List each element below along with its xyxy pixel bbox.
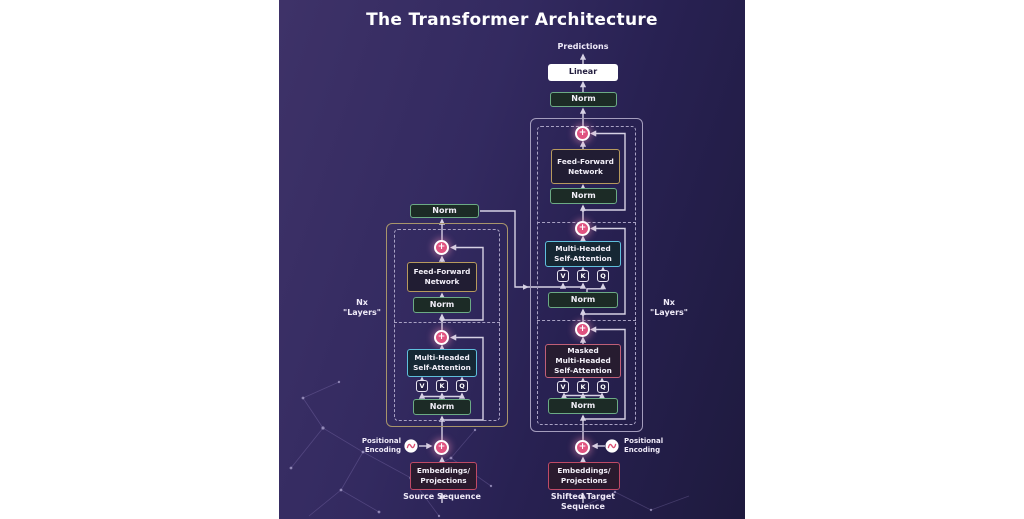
positional-label: Positional	[361, 437, 401, 445]
decoder-sublayer-divider-2	[537, 320, 636, 321]
page-title: The Transformer Architecture	[366, 10, 658, 30]
encoder-feed-forward-box: Feed-Forward Network	[407, 262, 477, 292]
decoder-positional-encoding-icon	[605, 439, 619, 453]
embeddings-line2: Projections	[420, 476, 467, 485]
encoder-sublayer-divider	[394, 322, 500, 323]
q-label: Q	[600, 383, 606, 391]
mhsa-line2: Self-Attention	[554, 254, 612, 263]
v-label: V	[419, 382, 425, 390]
shifted-target-sequence-label: Shifted Target Sequence	[543, 492, 623, 513]
ffn-line1: Feed-Forward	[557, 156, 614, 166]
ffn-line2: Network	[568, 166, 603, 176]
decoder-cross-key-box: K	[577, 270, 589, 282]
positional-label: Positional	[624, 437, 664, 445]
decoder-container	[530, 118, 643, 432]
decoder-cross-attention-box: Multi-Headed Self-Attention	[545, 241, 621, 267]
encoder-positional-add: +	[434, 440, 449, 455]
norm-label: Norm	[571, 94, 596, 104]
plus-icon: +	[578, 128, 587, 138]
decoder-cross-norm-box: Norm	[548, 292, 618, 308]
shifted-line2: Sequence	[561, 502, 605, 512]
decoder-cross-query-box: Q	[597, 270, 609, 282]
encoder-attn-residual-add: +	[434, 330, 449, 345]
plus-icon: +	[437, 332, 446, 342]
decoder-masked-value-box: V	[557, 381, 569, 393]
k-label: K	[580, 272, 586, 280]
decoder-positional-add: +	[575, 440, 590, 455]
norm-label: Norm	[571, 190, 596, 200]
plus-icon: +	[437, 242, 446, 252]
decoder-feed-forward-box: Feed-Forward Network	[551, 149, 620, 184]
encoder-self-attention-box: Multi-Headed Self-Attention	[407, 349, 477, 377]
encoder-positional-encoding-icon	[404, 439, 418, 453]
mhsa-line1: Multi-Headed	[555, 244, 611, 254]
embeddings-line1: Embeddings/	[557, 466, 611, 476]
mhsa-line1: Multi-Headed	[414, 353, 470, 363]
decoder-ffn-residual-add: +	[575, 126, 590, 141]
encoder-dashed-container	[394, 229, 500, 421]
plus-icon: +	[578, 223, 587, 233]
encoder-query-box: Q	[456, 380, 468, 392]
embeddings-line1: Embeddings/	[416, 466, 471, 476]
decoder-masked-norm-box: Norm	[548, 398, 618, 414]
encoder-ffn-residual-add: +	[434, 240, 449, 255]
norm-label: Norm	[570, 294, 596, 304]
nx-label: Nx	[663, 298, 675, 307]
decoder-positional-encoding-label: Positional Encoding	[624, 437, 674, 455]
connector-lines	[418, 53, 626, 503]
shifted-line1: Shifted Target	[550, 492, 616, 501]
decoder-output-norm-box: Norm	[550, 92, 617, 107]
k-label: K	[439, 382, 445, 390]
nx-layers-label-left: Nx "Layers"	[341, 298, 383, 319]
encoder-positional-encoding-label: Positional Encoding	[357, 437, 401, 455]
v-label: V	[560, 383, 566, 391]
predictions-text: Predictions	[557, 42, 609, 51]
encoder-key-box: K	[436, 380, 448, 392]
layers-label: "Layers"	[650, 308, 688, 318]
masked-line: Masked	[567, 346, 599, 356]
encoder-output-norm-box: Norm	[410, 204, 479, 218]
plus-icon: +	[578, 324, 587, 334]
q-label: Q	[600, 272, 606, 280]
norm-label: Norm	[432, 205, 457, 215]
q-label: Q	[459, 382, 465, 390]
mhsa-line1: Multi-Headed	[555, 356, 611, 366]
ffn-line2: Network	[424, 277, 460, 286]
decoder-cross-attn-residual-add: +	[575, 221, 590, 236]
layers-label: "Layers"	[343, 308, 381, 318]
predictions-label: Predictions	[543, 42, 623, 52]
encoder-ffn-norm-box: Norm	[413, 297, 471, 313]
embeddings-line2: Projections	[560, 476, 608, 485]
k-label: K	[580, 383, 586, 391]
ffn-line1: Feed-Forward	[413, 267, 471, 277]
decoder-masked-query-box: Q	[597, 381, 609, 393]
encoder-attn-norm-box: Norm	[413, 399, 471, 415]
decoder-masked-key-box: K	[577, 381, 589, 393]
norm-label: Norm	[429, 401, 455, 411]
plus-icon: +	[578, 442, 587, 452]
encoder-value-box: V	[416, 380, 428, 392]
encoder-embeddings-box: Embeddings/ Projections	[410, 462, 477, 490]
source-sequence-label: Source Sequence	[392, 492, 492, 502]
linear-box: Linear	[548, 64, 618, 81]
mhsa-line2: Self-Attention	[413, 363, 471, 372]
norm-label: Norm	[570, 400, 596, 410]
plus-icon: +	[437, 442, 446, 452]
v-label: V	[560, 272, 566, 280]
encoding-label: Encoding	[364, 446, 401, 455]
mhsa-line2: Self-Attention	[554, 365, 612, 375]
nx-layers-label-right: Nx "Layers"	[648, 298, 690, 319]
encoding-label: Encoding	[624, 446, 661, 455]
source-label: Source Sequence	[403, 492, 481, 501]
nx-label: Nx	[356, 298, 368, 307]
diagram-panel: The Transformer Architecture	[279, 0, 745, 519]
decoder-embeddings-box: Embeddings/ Projections	[548, 462, 620, 490]
decoder-ffn-norm-box: Norm	[550, 188, 617, 204]
decoder-cross-value-box: V	[557, 270, 569, 282]
norm-label: Norm	[429, 299, 455, 309]
encoder-container	[386, 223, 508, 427]
linear-label: Linear	[568, 67, 598, 77]
decoder-masked-attention-box: Masked Multi-Headed Self-Attention	[545, 344, 621, 378]
decoder-masked-residual-add: +	[575, 322, 590, 337]
